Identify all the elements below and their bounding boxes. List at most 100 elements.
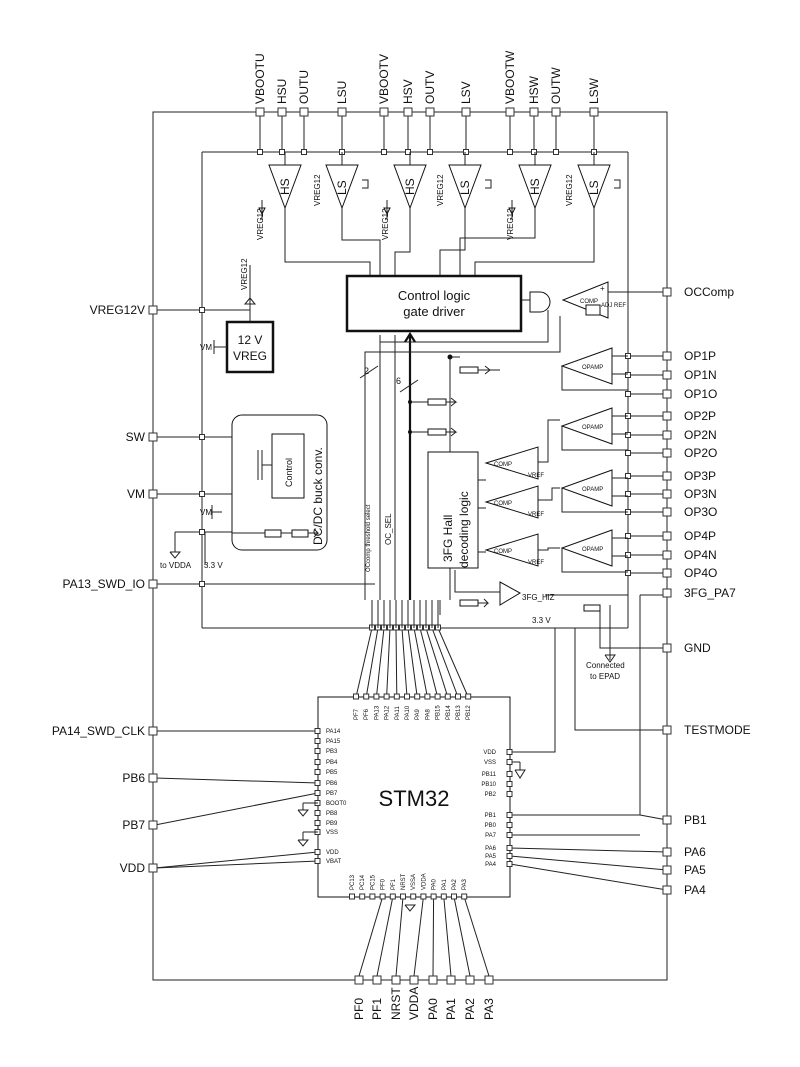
pin-pb1-label: PB1 bbox=[684, 813, 707, 827]
mcu-pin-pad bbox=[506, 861, 513, 867]
pin-pa3-label: PA3 bbox=[482, 998, 496, 1020]
mcu-pin-pad bbox=[444, 693, 451, 700]
mcu-pin-pad bbox=[314, 759, 321, 765]
mcu-bottom-pin-pc13: PC13 bbox=[350, 874, 356, 890]
epad-label-line1: Connected bbox=[586, 661, 625, 670]
control-logic-subtitle: gate driver bbox=[403, 304, 465, 319]
left-pin-column: VREG12VSWVMPA13_SWD_IOPA14_SWD_CLKPB6PB7… bbox=[52, 303, 205, 875]
mcu-left-pin-vdd: VDD bbox=[326, 850, 339, 856]
mcu-pin-pad bbox=[455, 693, 461, 700]
driver-ls-label: LS bbox=[335, 180, 349, 195]
node-square bbox=[625, 552, 631, 558]
mcu-left-pin-pb4: PB4 bbox=[326, 760, 338, 766]
mcu-right-pin-pa7: PA7 bbox=[485, 833, 497, 839]
opamp-label: OPAMP bbox=[582, 425, 603, 431]
pin-pf0-label: PF0 bbox=[352, 998, 366, 1020]
pin-pa0-label: PA0 bbox=[426, 998, 440, 1020]
mcu-pin-pad bbox=[506, 771, 513, 777]
mcu-right-pin-pb2: PB2 bbox=[485, 792, 497, 798]
pin-testmode-pad bbox=[662, 725, 672, 735]
mcu-top-pin-pa8: PA8 bbox=[425, 708, 431, 720]
pin-op4o-label: OP4O bbox=[684, 566, 717, 580]
mcu-label: STM32 bbox=[379, 786, 450, 811]
pin-gnd-label: GND bbox=[684, 641, 711, 655]
pin-pf0-pad bbox=[354, 975, 364, 985]
internal-wiring bbox=[154, 116, 668, 977]
mcu-pin-pad bbox=[400, 893, 406, 900]
mcu-bottom-pin-pa2: PA2 bbox=[452, 878, 458, 890]
mcu-right-pin-pa6: PA6 bbox=[485, 846, 497, 852]
pin-vbootv-label: VBOOTV bbox=[377, 54, 391, 104]
pin-op1p-pad bbox=[662, 351, 672, 361]
pin-op2n-label: OP2N bbox=[684, 428, 717, 442]
mcu-pin-pad bbox=[314, 738, 321, 744]
mcu-bottom-pin-pa3: PA3 bbox=[462, 878, 468, 890]
dcdc-vm-label: VM bbox=[200, 508, 212, 517]
right-pin-column: OCCompOP1POP1NOP1OOP2POP2NOP2OOP3POP3NOP… bbox=[625, 285, 751, 897]
mcu-left-pin-pb7: PB7 bbox=[326, 791, 338, 797]
mcu-left-pin-vbat: VBAT bbox=[326, 859, 342, 865]
mcu-pin-pad bbox=[420, 893, 427, 900]
mcu-top-pin-pf6: PF6 bbox=[364, 708, 370, 720]
node-square bbox=[625, 570, 631, 576]
mcu-pin-pad bbox=[506, 812, 513, 818]
pin-occomp-pad bbox=[662, 287, 672, 297]
pin-op2n-pad bbox=[662, 430, 672, 440]
driver-vreg12-label: VREG12 bbox=[381, 208, 390, 240]
node-square bbox=[507, 149, 513, 155]
mcu-pin-pad bbox=[359, 893, 366, 900]
mcu-pin-pad bbox=[314, 820, 321, 826]
opamp-4: OPAMP bbox=[560, 529, 628, 573]
pin-op1o-pad bbox=[662, 389, 672, 399]
pin-pa4-label: PA4 bbox=[684, 883, 706, 897]
oc-sel-label: OC_SEL bbox=[384, 513, 393, 545]
pin-vreg12v-label: VREG12V bbox=[90, 303, 145, 317]
pin-outu-label: OUTU bbox=[297, 70, 311, 104]
driver-hs-label: HS bbox=[528, 178, 542, 195]
mcu-bottom-pin-pf0: PF0 bbox=[381, 878, 387, 890]
driver-hs-label: HS bbox=[403, 178, 417, 195]
pin-nrst-pad bbox=[391, 975, 401, 985]
hall-title: 3FG Hall bbox=[441, 515, 455, 562]
mcu-left-pin-pb8: PB8 bbox=[326, 811, 338, 817]
mcu-top-pin-pa10: PA10 bbox=[405, 705, 411, 720]
pin-pf1-label: PF1 bbox=[370, 998, 384, 1020]
mcu-right-pin-pa5: PA5 bbox=[485, 854, 497, 860]
pin-vbootw-pad bbox=[505, 107, 515, 117]
opamp-3: OPAMP bbox=[560, 469, 628, 513]
pin-lsv-pad bbox=[461, 107, 471, 117]
control-logic-title: Control logic bbox=[398, 288, 471, 303]
mcu-top-pin-pa13: PA13 bbox=[374, 705, 380, 720]
driver-vreg12-label: VREG12 bbox=[565, 174, 574, 206]
mcu-top-pin-pb15: PB15 bbox=[436, 705, 442, 720]
pin-op2p-pad bbox=[662, 411, 672, 421]
pin-op3n-label: OP3N bbox=[684, 487, 717, 501]
pin-sw-label: SW bbox=[126, 430, 146, 444]
mcu-pin-pad bbox=[314, 849, 321, 855]
driver-ls-label: LS bbox=[458, 180, 472, 195]
pin-outw-label: OUTW bbox=[549, 67, 563, 104]
pin-op1o-label: OP1O bbox=[684, 387, 717, 401]
pin-outw-pad bbox=[551, 107, 561, 117]
epad-label-line2: to EPAD bbox=[590, 672, 620, 681]
mcu-pin-pad bbox=[414, 693, 421, 700]
bus-width-2: 2 bbox=[364, 366, 369, 376]
pin-vm-pad bbox=[148, 489, 158, 499]
node-square bbox=[257, 149, 263, 155]
pin-pf1-pad bbox=[372, 975, 382, 985]
pin-op3o-label: OP3O bbox=[684, 505, 717, 519]
mcu-left-pin-pa14: PA14 bbox=[326, 729, 341, 735]
mcu-bottom-pin-pf1: PF1 bbox=[391, 878, 397, 890]
node-square bbox=[625, 391, 631, 397]
pin-vdd-pad bbox=[148, 863, 158, 873]
pin-pa2-pad bbox=[465, 975, 475, 985]
pin-lsv-label: LSV bbox=[459, 81, 473, 104]
opamp-2: OPAMP bbox=[560, 407, 628, 451]
mcu-pin-pad bbox=[314, 728, 321, 734]
